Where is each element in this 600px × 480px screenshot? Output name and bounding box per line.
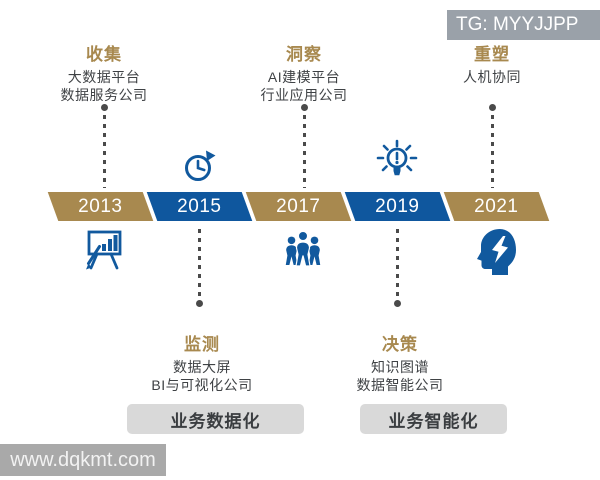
dotted-connector bbox=[490, 115, 494, 188]
stage-line: AI建模平台 bbox=[267, 69, 341, 85]
year-label: 2019 bbox=[375, 195, 420, 217]
stage-line: 行业应用公司 bbox=[260, 87, 348, 104]
dotted-connector bbox=[102, 115, 106, 188]
stage-title: 重塑 bbox=[474, 45, 510, 64]
dotted-connector bbox=[198, 229, 201, 296]
stage-monitor: 监测 数据大屏 BI与可视化公司 bbox=[151, 330, 252, 395]
alert-bulb-icon bbox=[374, 139, 420, 190]
stage-title: 收集 bbox=[86, 45, 122, 64]
timeline-year-2021: 2021 bbox=[443, 192, 550, 221]
timeline-year-2015: 2015 bbox=[146, 192, 253, 221]
history-clock-icon bbox=[181, 148, 217, 189]
stage-line: 数据服务公司 bbox=[60, 87, 148, 104]
stage-reshape: 重塑 人机协同 bbox=[463, 40, 521, 86]
presentation-board-icon bbox=[82, 227, 126, 276]
stage-line: 数据智能公司 bbox=[356, 377, 444, 394]
stage-title: 洞察 bbox=[286, 45, 322, 64]
stage-line: 人机协同 bbox=[463, 69, 521, 85]
watermark-top: TG: MYYJJPP bbox=[447, 10, 600, 40]
phase-label: 业务数据化 bbox=[170, 411, 261, 431]
stage-decide: 决策 知识图谱 数据智能公司 bbox=[357, 330, 444, 395]
connector-dot bbox=[196, 300, 203, 307]
timeline-year-2017: 2017 bbox=[245, 192, 352, 221]
team-icon bbox=[281, 226, 325, 275]
dotted-connector bbox=[302, 115, 306, 188]
timeline-year-2019: 2019 bbox=[344, 192, 451, 221]
stage-title: 监测 bbox=[183, 335, 220, 354]
connector-dot bbox=[100, 104, 108, 111]
year-label: 2021 bbox=[474, 195, 519, 217]
connector-dot bbox=[488, 104, 496, 111]
stage-line: 知识图谱 bbox=[371, 359, 429, 375]
stage-line: 大数据平台 bbox=[67, 69, 141, 85]
connector-dot bbox=[300, 104, 308, 111]
stage-insight: 洞察 AI建模平台 行业应用公司 bbox=[261, 40, 348, 105]
timeline-year-2013: 2013 bbox=[47, 192, 154, 221]
phase-label: 业务智能化 bbox=[388, 411, 479, 431]
stage-collect: 收集 大数据平台 数据服务公司 bbox=[61, 40, 148, 105]
phase-box-intelligence: 业务智能化 bbox=[360, 404, 507, 434]
stage-line: 数据大屏 bbox=[172, 359, 231, 375]
stage-title: 决策 bbox=[382, 335, 418, 354]
watermark-bottom: www.dqkmt.com bbox=[0, 444, 166, 476]
year-label: 2013 bbox=[78, 195, 123, 217]
connector-dot bbox=[394, 300, 401, 307]
stage-line: BI与可视化公司 bbox=[151, 377, 253, 394]
timeline-bar: 2013 2015 2017 2019 2021 bbox=[47, 192, 550, 221]
smart-head-icon bbox=[470, 226, 522, 283]
phase-box-dataization: 业务数据化 bbox=[127, 404, 304, 434]
year-label: 2015 bbox=[177, 195, 222, 217]
dotted-connector bbox=[396, 229, 399, 296]
year-label: 2017 bbox=[276, 195, 321, 217]
